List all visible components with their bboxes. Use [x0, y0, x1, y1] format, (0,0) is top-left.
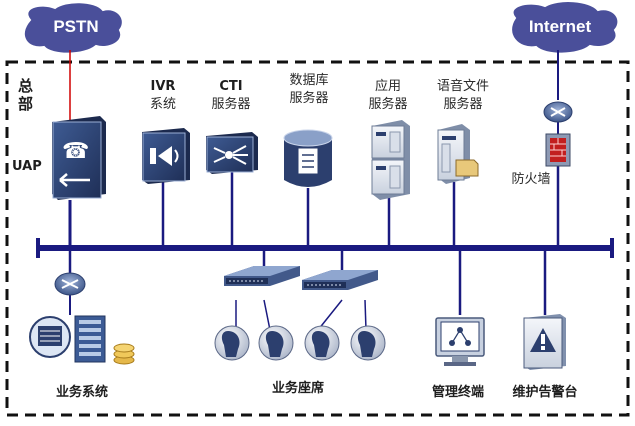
business-system-label: 业务系统	[55, 385, 108, 400]
voice-label-line2: 服务器	[443, 97, 483, 112]
firewall-label: 防火墙	[511, 172, 551, 187]
management-terminal-icon	[435, 317, 485, 366]
uap-label: UAP	[12, 159, 42, 174]
cti-label-line2: 服务器	[211, 97, 251, 112]
voice-file-server-icon	[437, 124, 479, 184]
cti-device-icon	[206, 132, 258, 174]
uap-device-icon: ☎	[52, 116, 106, 200]
maintenance-console-icon	[523, 314, 566, 370]
maintenance-label: 维护告警台	[512, 385, 578, 400]
firewall-icon	[545, 133, 571, 167]
business-system-icon	[29, 315, 135, 365]
management-label: 管理终端	[431, 385, 484, 400]
agent-links	[235, 299, 367, 331]
ivr-device-icon	[142, 128, 190, 184]
agent-switch-1-icon	[224, 266, 300, 286]
business-router-icon	[54, 272, 86, 296]
app-label-line2: 服务器	[368, 97, 408, 112]
db-label-line1: 数据库	[289, 73, 329, 88]
voice-label-line1: 语音文件	[436, 79, 489, 94]
agents-label: 业务座席	[271, 381, 324, 396]
hq-label-line1: 总	[18, 77, 34, 95]
database-server-icon	[283, 129, 333, 187]
agent-switch-2-icon	[302, 270, 378, 290]
internet-cloud	[510, 0, 620, 55]
pstn-label: PSTN	[53, 17, 99, 36]
internet-label: Internet	[528, 17, 592, 36]
internet-router-icon	[543, 101, 573, 123]
lan-bus	[36, 238, 614, 258]
agent-seats-icon	[214, 325, 386, 361]
system-boundary	[5, 60, 630, 417]
pstn-cloud	[23, 1, 124, 55]
db-label-line2: 服务器	[289, 91, 329, 106]
application-server-icon	[371, 120, 410, 200]
svg-text:☎: ☎	[62, 139, 89, 164]
hq-label-line2: 部	[18, 95, 34, 113]
ivr-label-line2: 系统	[149, 97, 176, 112]
cti-label-line1: CTI	[219, 79, 243, 94]
app-label-line1: 应用	[374, 79, 401, 94]
ivr-label-line1: IVR	[150, 79, 176, 94]
